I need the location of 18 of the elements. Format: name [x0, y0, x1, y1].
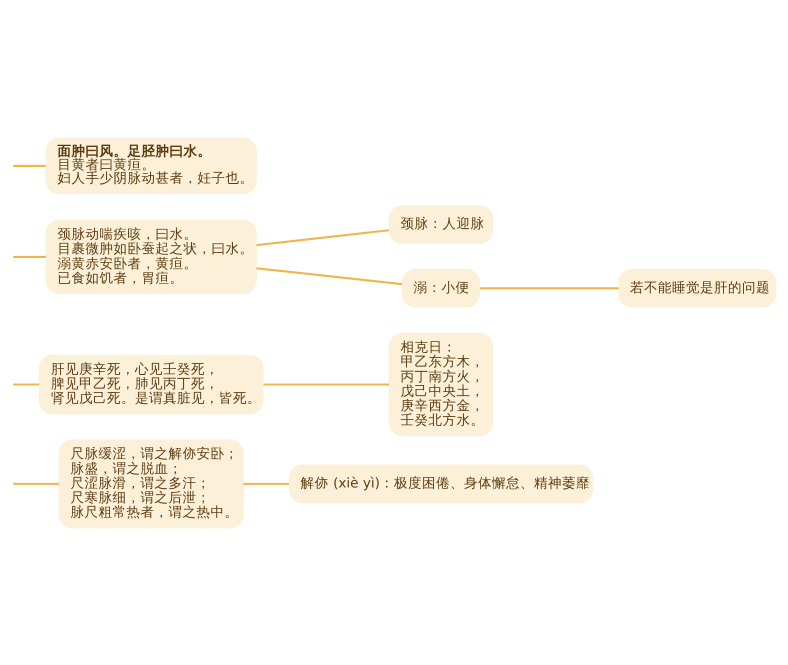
node-box: 颈脉动喘疾咳，曰水。 目裹微肿如卧蚕起之状，曰水。 溺黄赤安卧者，黄疸。 已食如饥者，胃疸。	[46, 219, 257, 294]
connector	[243, 482, 289, 484]
connector	[480, 286, 619, 289]
connector	[256, 228, 389, 246]
node-box: 尺脉缓涩，谓之解㑊安卧； 脉盛，谓之脱血； 尺涩脉滑，谓之多汗； 尺寒脉细，谓之后泄； 脉尺粗常热者，谓之热中。	[58, 438, 244, 528]
node-box: 相克日： 甲乙东方木， 丙丁南方火， 戊己中央土， 庚辛西方金， 壬癸北方水。	[388, 332, 494, 436]
connector	[263, 382, 390, 386]
node-box: 面肿曰风。足胫肿曰水。 目黄者曰黄疸。 妇人手少阴脉动甚者，妊子也。	[46, 137, 257, 194]
node-box: 肝见庚辛死，心见壬癸死， 脾见甲乙死，肺见丙丁死， 肾见戊己死。是谓真脏见，皆死。	[38, 354, 264, 414]
node-box: 解㑊 (xiè yì)：极度困倦、身体懈怠、精神萎靡	[288, 464, 594, 503]
connector	[256, 266, 402, 285]
node-box: 溺：小便	[402, 268, 480, 308]
connector	[13, 382, 40, 386]
connector	[13, 164, 46, 166]
connector	[13, 255, 46, 258]
node-box: 颈脉：人迎脉	[388, 204, 494, 244]
connector	[13, 482, 60, 484]
node-box: 若不能睡觉是肝的问题	[618, 268, 776, 308]
